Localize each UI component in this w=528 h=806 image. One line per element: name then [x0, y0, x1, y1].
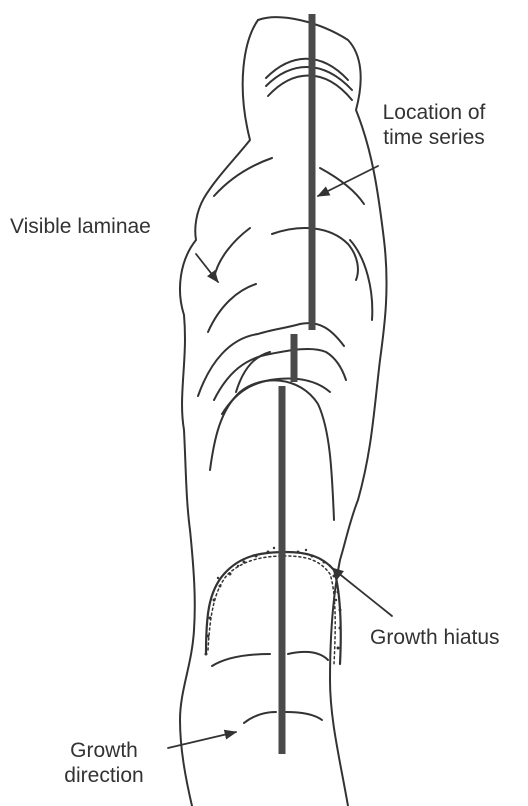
- growth-front-outer: [198, 323, 344, 396]
- lamina-bottom-right: [286, 712, 322, 720]
- growth-hiatus-band: [205, 547, 342, 664]
- label-location-time-series: Location of time series: [364, 100, 504, 150]
- lamina-upper-left: [214, 158, 272, 196]
- lamina-band-left: [208, 284, 256, 332]
- arrow-visible-laminae: [196, 254, 218, 282]
- lamina-mid-left: [214, 228, 250, 278]
- lamina-lower-right: [288, 652, 328, 660]
- arrow-growth-direction: [168, 732, 236, 748]
- label-location-line-2: time series: [364, 125, 504, 150]
- lamina-bottom-left: [244, 712, 276, 723]
- label-growth-direction: Growth direction: [44, 738, 164, 788]
- label-growth-direction-line-2: direction: [44, 763, 164, 788]
- label-location-line-1: Location of: [364, 100, 504, 125]
- lamina-upper-right: [320, 168, 364, 204]
- label-growth-direction-line-1: Growth: [44, 738, 164, 763]
- label-growth-hiatus: Growth hiatus: [370, 625, 500, 650]
- inner-cone: [210, 380, 334, 520]
- arrow-time-series: [318, 166, 378, 196]
- label-visible-laminae: Visible laminae: [10, 214, 151, 239]
- lamina-lower-left: [212, 654, 270, 666]
- stalagmite-outline-left: [180, 20, 258, 806]
